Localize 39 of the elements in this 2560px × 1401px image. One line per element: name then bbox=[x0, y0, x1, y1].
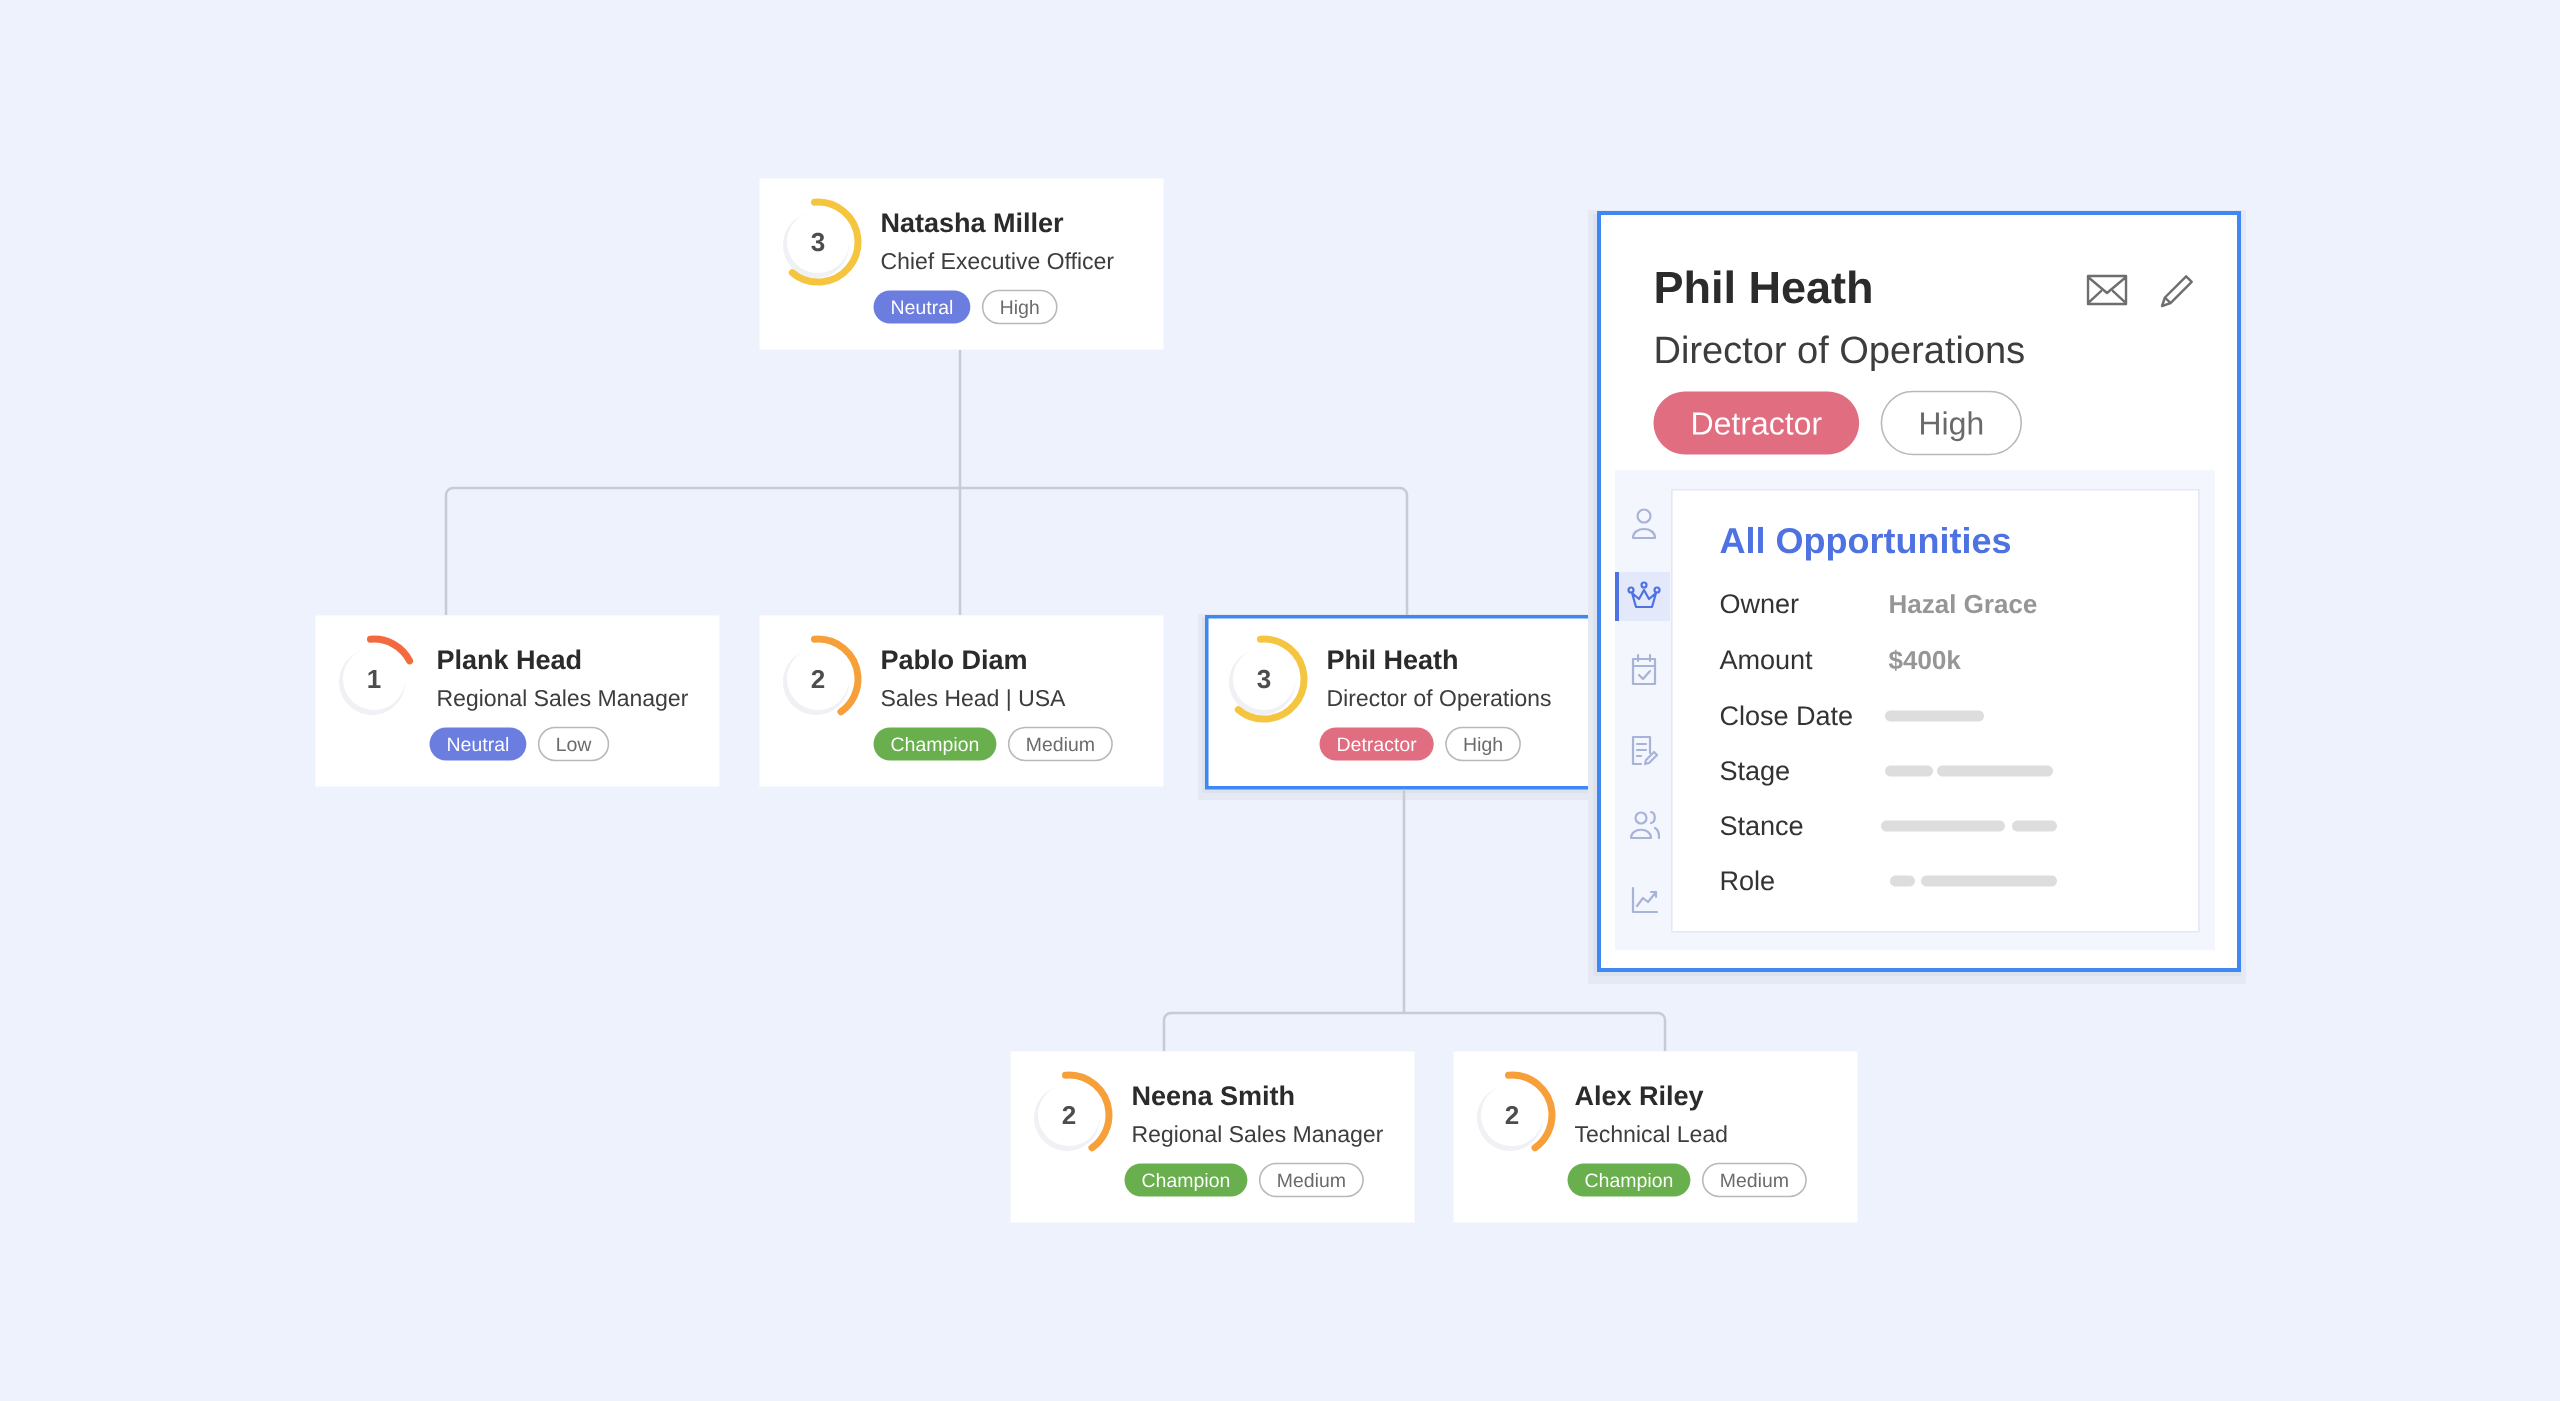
person-name: Plank Head bbox=[438, 649, 581, 670]
stance-badge: Detractor bbox=[1653, 391, 1860, 455]
person-name: Pablo Diam bbox=[882, 649, 1026, 670]
level-badge: High bbox=[1880, 390, 2023, 456]
score-ring: 3 bbox=[1229, 635, 1308, 723]
score-ring: 1 bbox=[339, 635, 414, 715]
score-ring: 2 bbox=[783, 635, 862, 716]
level-badge: Medium bbox=[1007, 726, 1113, 762]
job-title: Chief Executive Officer bbox=[881, 252, 1114, 270]
person-name: Alex Riley bbox=[1575, 1085, 1704, 1111]
level-badge: High bbox=[1445, 726, 1521, 762]
person-name: Natasha Miller bbox=[882, 212, 1064, 233]
job-title: Technical Lead bbox=[1575, 1125, 1727, 1143]
score-ring: 2 bbox=[1477, 1071, 1556, 1152]
score-ring: 3 bbox=[783, 198, 862, 286]
job-title: Regional Sales Manager bbox=[438, 689, 688, 711]
level-badge: Medium bbox=[1258, 1162, 1364, 1198]
connector-line bbox=[444, 348, 1409, 617]
person-name: Phil Heath bbox=[1656, 270, 1871, 304]
level-badge: Low bbox=[537, 726, 610, 762]
person-name: Phil Heath bbox=[1328, 649, 1457, 670]
field-label: Stance bbox=[1720, 816, 1803, 836]
field-label: Role bbox=[1721, 870, 1774, 891]
connector-line bbox=[1162, 788, 1667, 1053]
field-value: Hazal Grace bbox=[1890, 594, 2037, 614]
field-label: Owner bbox=[1720, 594, 1799, 614]
field-value: $400k bbox=[1888, 649, 1961, 671]
field-label: Amount bbox=[1719, 650, 1813, 670]
person-name: Neena Smith bbox=[1133, 1085, 1294, 1106]
job-title: Regional Sales Manager bbox=[1133, 1125, 1383, 1147]
field-label: Stage bbox=[1720, 761, 1789, 786]
job-title: Sales Head | USA bbox=[881, 689, 1066, 711]
score-ring: 2 bbox=[1034, 1071, 1113, 1152]
level-badge: Medium bbox=[1701, 1162, 1807, 1198]
level-badge: High bbox=[981, 289, 1058, 325]
job-title: Director of Operations bbox=[1656, 335, 2024, 371]
job-title: Director of Operations bbox=[1328, 689, 1551, 711]
field-label: Close Date bbox=[1720, 705, 1852, 726]
section-heading: All Opportunities bbox=[1720, 526, 2011, 561]
